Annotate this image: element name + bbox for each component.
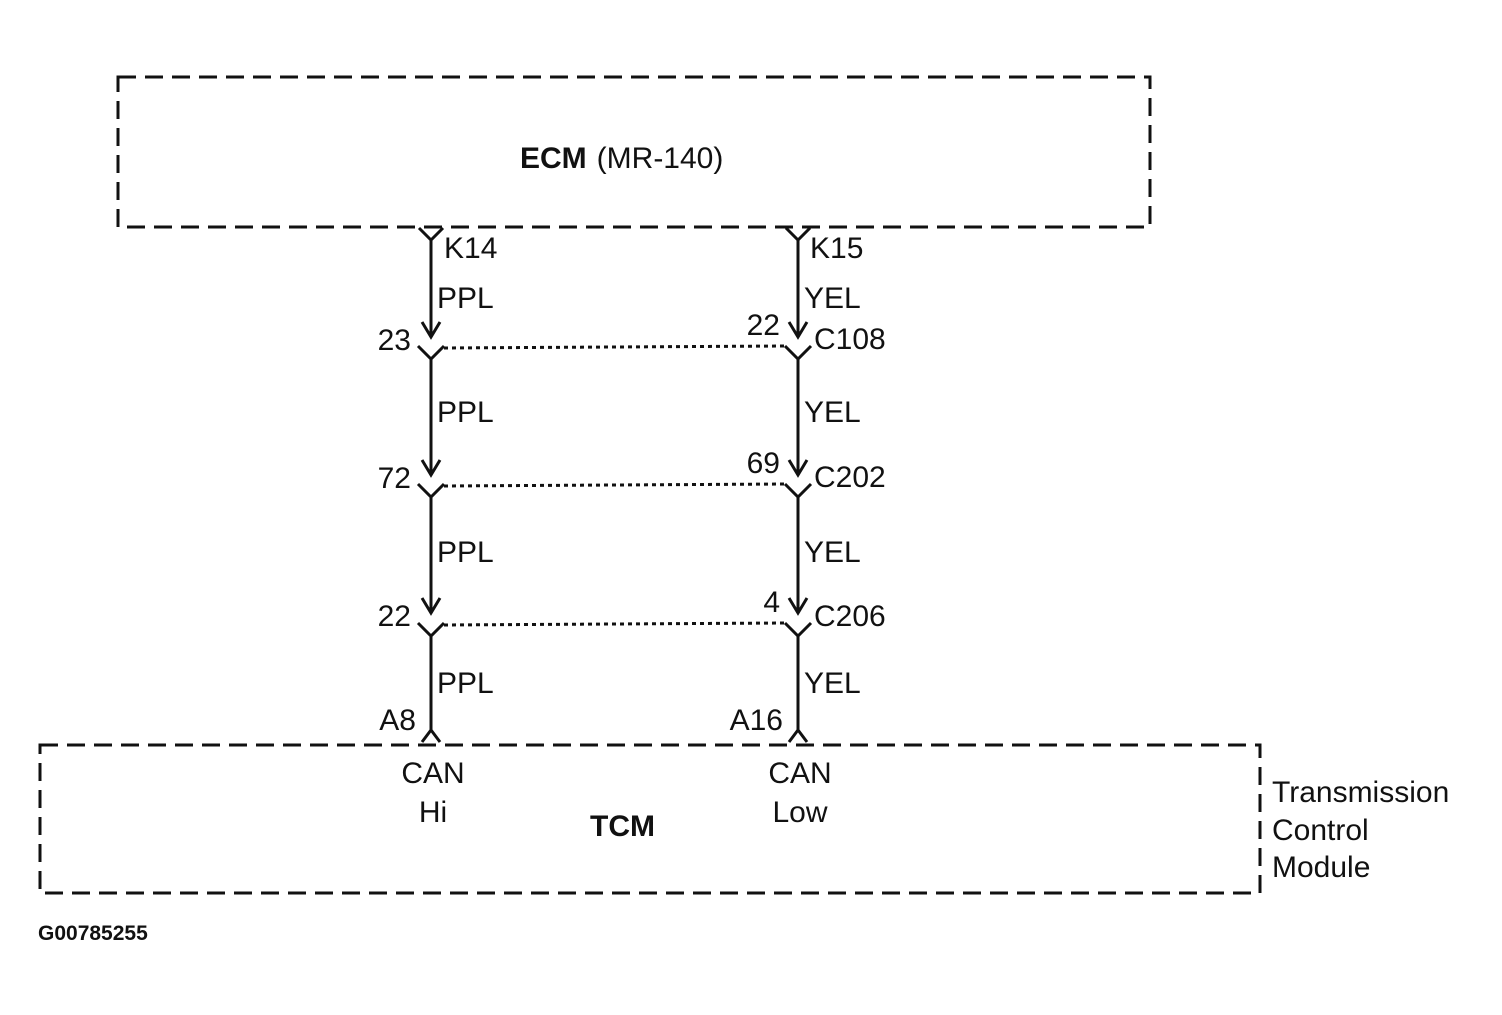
connector-link <box>443 344 786 350</box>
ecm-module: ECM (MR-140) <box>116 75 1152 229</box>
connector-name: C206 <box>814 600 886 633</box>
tcm-description-line2: Control <box>1272 814 1369 847</box>
right-wire-color: YEL <box>804 396 861 429</box>
tcm-right-pin-label-line2: Low <box>772 796 827 829</box>
arrow-down-icon <box>787 597 809 616</box>
connector-link <box>443 621 786 627</box>
ecm-terminal-left-icon <box>417 226 445 243</box>
tcm-left-pin-label-line2: Hi <box>419 796 447 829</box>
ecm-label: ECM (MR-140) <box>520 142 723 175</box>
connector-fork-icon <box>783 621 813 639</box>
left-wire-color: PPL <box>437 282 494 315</box>
figure-id: G00785255 <box>38 922 148 945</box>
left-connector-pin: 22 <box>378 600 411 633</box>
connector-fork-icon <box>783 344 813 362</box>
right-wire: K15 YEL YEL YEL YEL 22 69 4 A16 <box>730 226 863 743</box>
right-ecm-pin: K15 <box>810 232 863 265</box>
connector-fork-icon <box>416 621 446 639</box>
tcm-description-line1: Transmission <box>1272 776 1449 809</box>
tcm-label: TCM <box>590 810 655 843</box>
left-wire-color: PPL <box>437 536 494 569</box>
connector-name: C108 <box>814 323 886 356</box>
ecm-terminal-right-icon <box>784 226 812 243</box>
right-connector-pin: 4 <box>763 586 780 619</box>
left-tcm-pin: A8 <box>379 704 416 737</box>
arrow-down-icon <box>420 597 442 616</box>
right-connector-pin: 69 <box>747 447 780 480</box>
tcm-module: TCM CAN Hi CAN Low Transmission Control … <box>38 743 1449 895</box>
left-wire: K14 PPL PPL PPL PPL 23 72 22 A8 <box>378 226 497 743</box>
arrow-down-icon <box>420 459 442 478</box>
arrow-down-icon <box>787 321 809 340</box>
right-wire-color: YEL <box>804 282 861 315</box>
right-wire-color: YEL <box>804 536 861 569</box>
arrow-down-icon <box>787 459 809 478</box>
left-ecm-pin: K14 <box>444 232 497 265</box>
tcm-terminal-left-icon <box>420 727 442 743</box>
tcm-terminal-right-icon <box>787 727 809 743</box>
connector-link <box>443 482 786 488</box>
tcm-left-pin-label-line1: CAN <box>401 757 464 790</box>
tcm-description-line3: Module <box>1272 851 1370 884</box>
left-connector-pin: 23 <box>378 324 411 357</box>
right-wire-color: YEL <box>804 667 861 700</box>
right-tcm-pin: A16 <box>730 704 783 737</box>
connector-name: C202 <box>814 461 886 494</box>
connector-fork-icon <box>416 344 446 362</box>
right-connector-pin: 22 <box>747 309 780 342</box>
tcm-right-pin-label-line1: CAN <box>768 757 831 790</box>
tcm-box <box>38 743 1262 895</box>
ecm-box <box>116 75 1152 229</box>
arrow-down-icon <box>420 321 442 340</box>
left-wire-color: PPL <box>437 667 494 700</box>
connectors: C108 C202 C206 <box>443 323 886 633</box>
connector-fork-icon <box>416 482 446 500</box>
left-wire-color: PPL <box>437 396 494 429</box>
left-connector-pin: 72 <box>378 462 411 495</box>
connector-fork-icon <box>783 482 813 500</box>
